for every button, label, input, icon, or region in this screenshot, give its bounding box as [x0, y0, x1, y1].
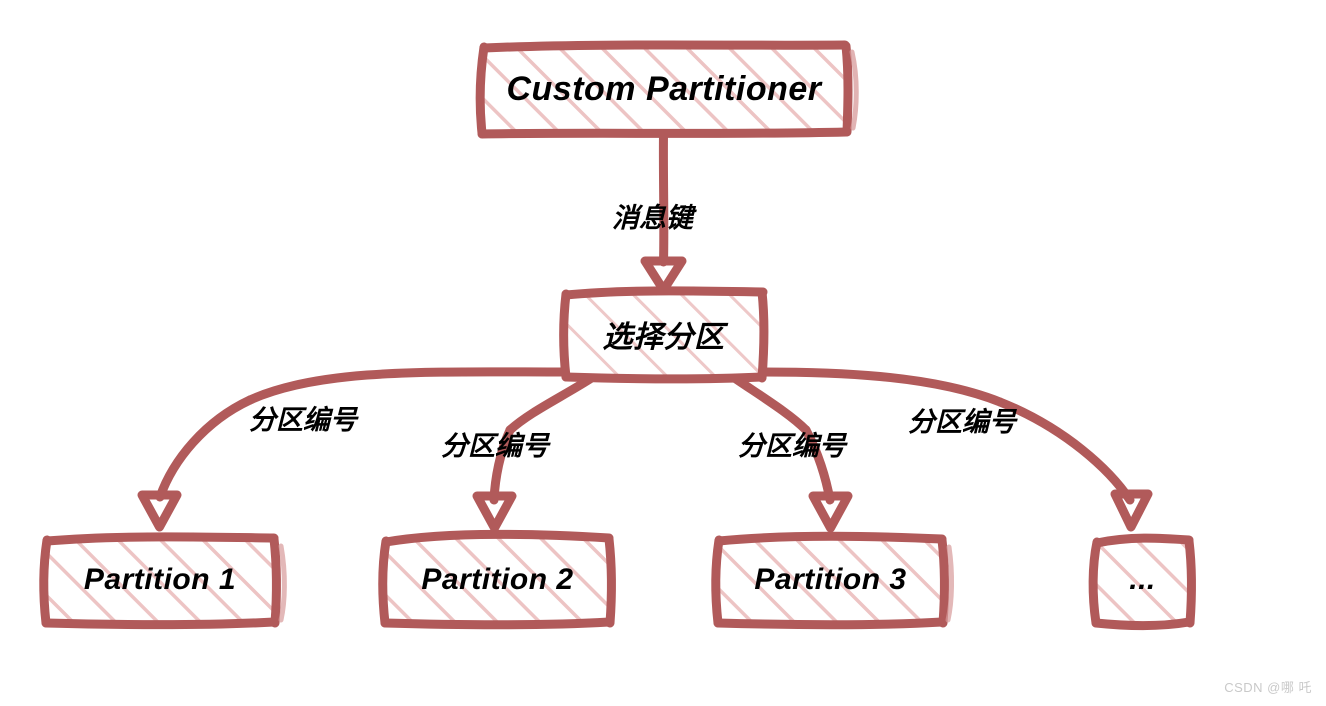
watermark: CSDN @哪 吒 [1224, 680, 1312, 695]
node-partition-3[interactable] [711, 531, 955, 630]
edge-partition-3 [731, 374, 853, 533]
edge-message-key [640, 129, 687, 295]
node-custom-partitioner[interactable] [475, 40, 859, 139]
node-partition-1[interactable] [39, 532, 287, 630]
node-select-partition[interactable] [559, 286, 769, 384]
node-partition-more[interactable] [1088, 533, 1196, 630]
edge-partition-1 [137, 367, 571, 532]
edge-partition-2 [472, 374, 595, 533]
edge-partition-more [755, 367, 1153, 532]
node-partition-2[interactable] [378, 529, 616, 630]
